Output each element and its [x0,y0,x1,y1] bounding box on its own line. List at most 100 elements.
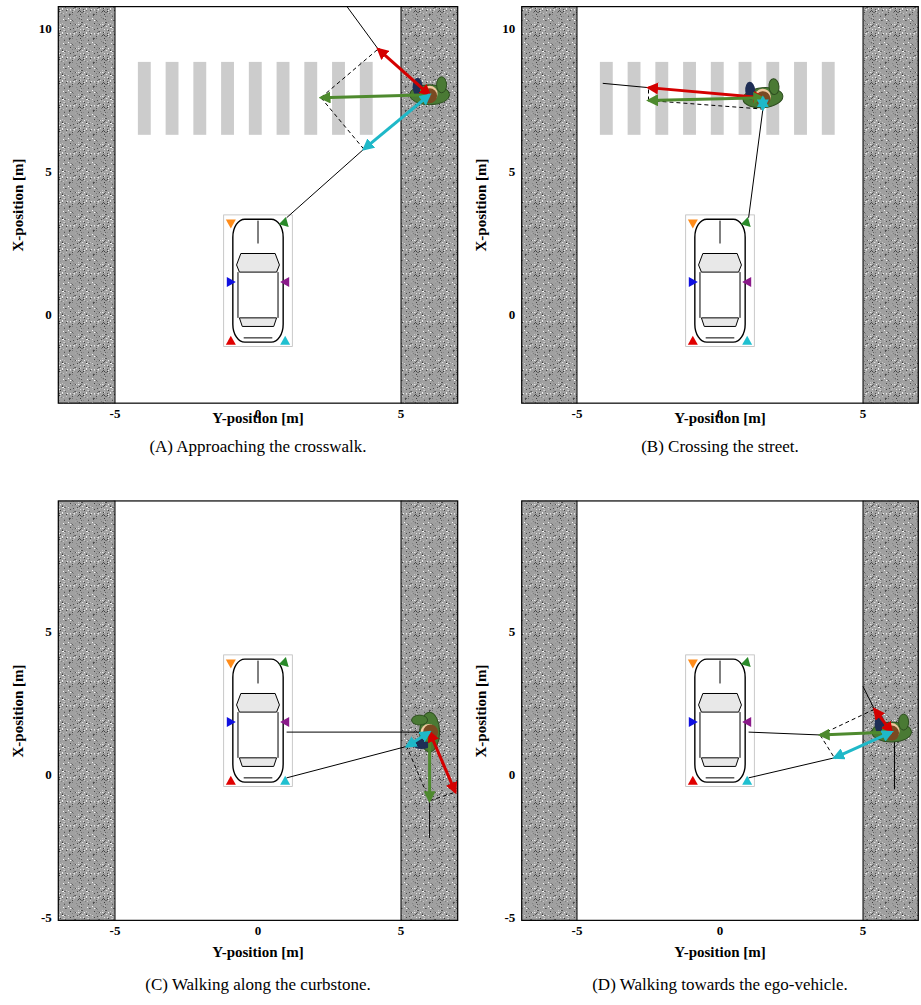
road [58,500,458,920]
road [521,500,919,920]
sight-line [287,746,407,777]
dashed-construction [321,98,364,149]
panel [58,500,458,920]
tick-label: 5 [860,407,867,421]
sight-line [347,6,378,49]
sidewalk [58,500,115,920]
axis-label: X-position [m] [473,158,490,251]
vector-arrow [820,732,892,735]
dashed-construction [820,709,874,735]
panel-caption: (A) Approaching the crosswalk. [149,438,366,457]
sidewalk [521,500,577,920]
tick-label: 5 [509,165,516,179]
tick-label: 5 [45,625,52,639]
panel [58,6,458,404]
sensor-marker [280,336,290,345]
tick-label: 5 [860,924,867,938]
axis-label: X-position [m] [473,664,490,757]
sensor-marker [688,776,698,785]
tick-label: 5 [398,407,405,421]
sensor-marker [742,277,751,287]
sight-line [749,732,821,735]
axis-label: X-position [m] [10,664,27,757]
sidewalk [401,6,458,404]
axes-frame [522,7,919,404]
vector-arrow [321,95,430,98]
sensor-marker [689,277,698,287]
sensor-marker [226,219,236,228]
tick-label: 0 [45,768,52,782]
sensor-marker [226,336,236,345]
tick-label: -5 [110,924,121,938]
panel-caption: (B) Crossing the street. [641,438,799,457]
sensor-marker [742,717,751,727]
tick-label: 10 [502,22,515,36]
axis-label: X-position [m] [10,158,27,251]
axis-label: Y-position [m] [674,944,766,961]
sensor-marker [226,659,236,668]
tick-label: 5 [509,625,516,639]
sidewalk [58,6,115,404]
tick-label: 0 [509,308,516,322]
sight-line [429,801,430,838]
tick-label: -5 [41,911,52,925]
crosswalk-stripe [249,62,262,135]
sensor-marker [741,657,754,670]
vector-arrow [407,732,430,746]
tick-label: 0 [717,924,724,938]
axis-label: Y-position [m] [212,944,304,961]
sensor-marker [227,717,236,727]
ego-vehicle [224,215,293,347]
dashed-construction [820,735,834,758]
sight-line [603,83,649,87]
vector-arrow [834,732,891,758]
sidewalk [521,6,577,404]
tick-label: -5 [572,407,583,421]
sensor-marker [688,336,698,345]
sensor-marker [688,219,698,228]
sight-line [749,758,835,778]
ego-vehicle [224,655,293,787]
dashed-construction [430,792,456,801]
axis-label: Y-position [m] [212,410,304,427]
sensor-marker [226,776,236,785]
tick-label: 5 [45,165,52,179]
crosswalk-stripe [655,62,668,135]
crosswalk-stripe [360,62,373,135]
sight-line [749,109,763,218]
crosswalk-stripe [304,62,317,135]
axes-frame [58,501,457,920]
tick-label: -5 [504,911,515,925]
crosswalk-stripe [628,62,641,135]
sensor-marker [280,717,289,727]
crosswalk-stripe [166,62,179,135]
vector-arrow [378,49,429,95]
tick-label: -5 [572,924,583,938]
tick-label: 5 [398,924,405,938]
tick-label: 0 [255,924,262,938]
vector-arrow [649,98,763,101]
sidewalk [863,6,919,404]
road [58,6,458,404]
crosswalk-stripe [138,62,151,135]
vector-arrow [761,98,764,109]
dashed-construction [649,101,763,110]
sidewalk [401,500,458,920]
ego-vehicle [686,215,755,347]
tick-label: 0 [45,308,52,322]
vector-arrow [430,732,456,792]
sensor-marker [742,336,752,345]
crosswalk-stripe [193,62,206,135]
panel [521,500,919,920]
sight-line [287,149,364,218]
sight-line [863,686,874,709]
crosswalk-stripe [822,62,835,135]
sensor-marker [741,217,754,230]
sensor-marker [689,717,698,727]
panel-caption: (C) Walking along the curbstone. [145,976,370,995]
crosswalk-stripe [221,62,234,135]
sensor-marker [280,277,289,287]
panel-caption: (D) Walking towards the ego-vehicle. [592,976,848,995]
crosswalk-stripe [794,62,807,135]
